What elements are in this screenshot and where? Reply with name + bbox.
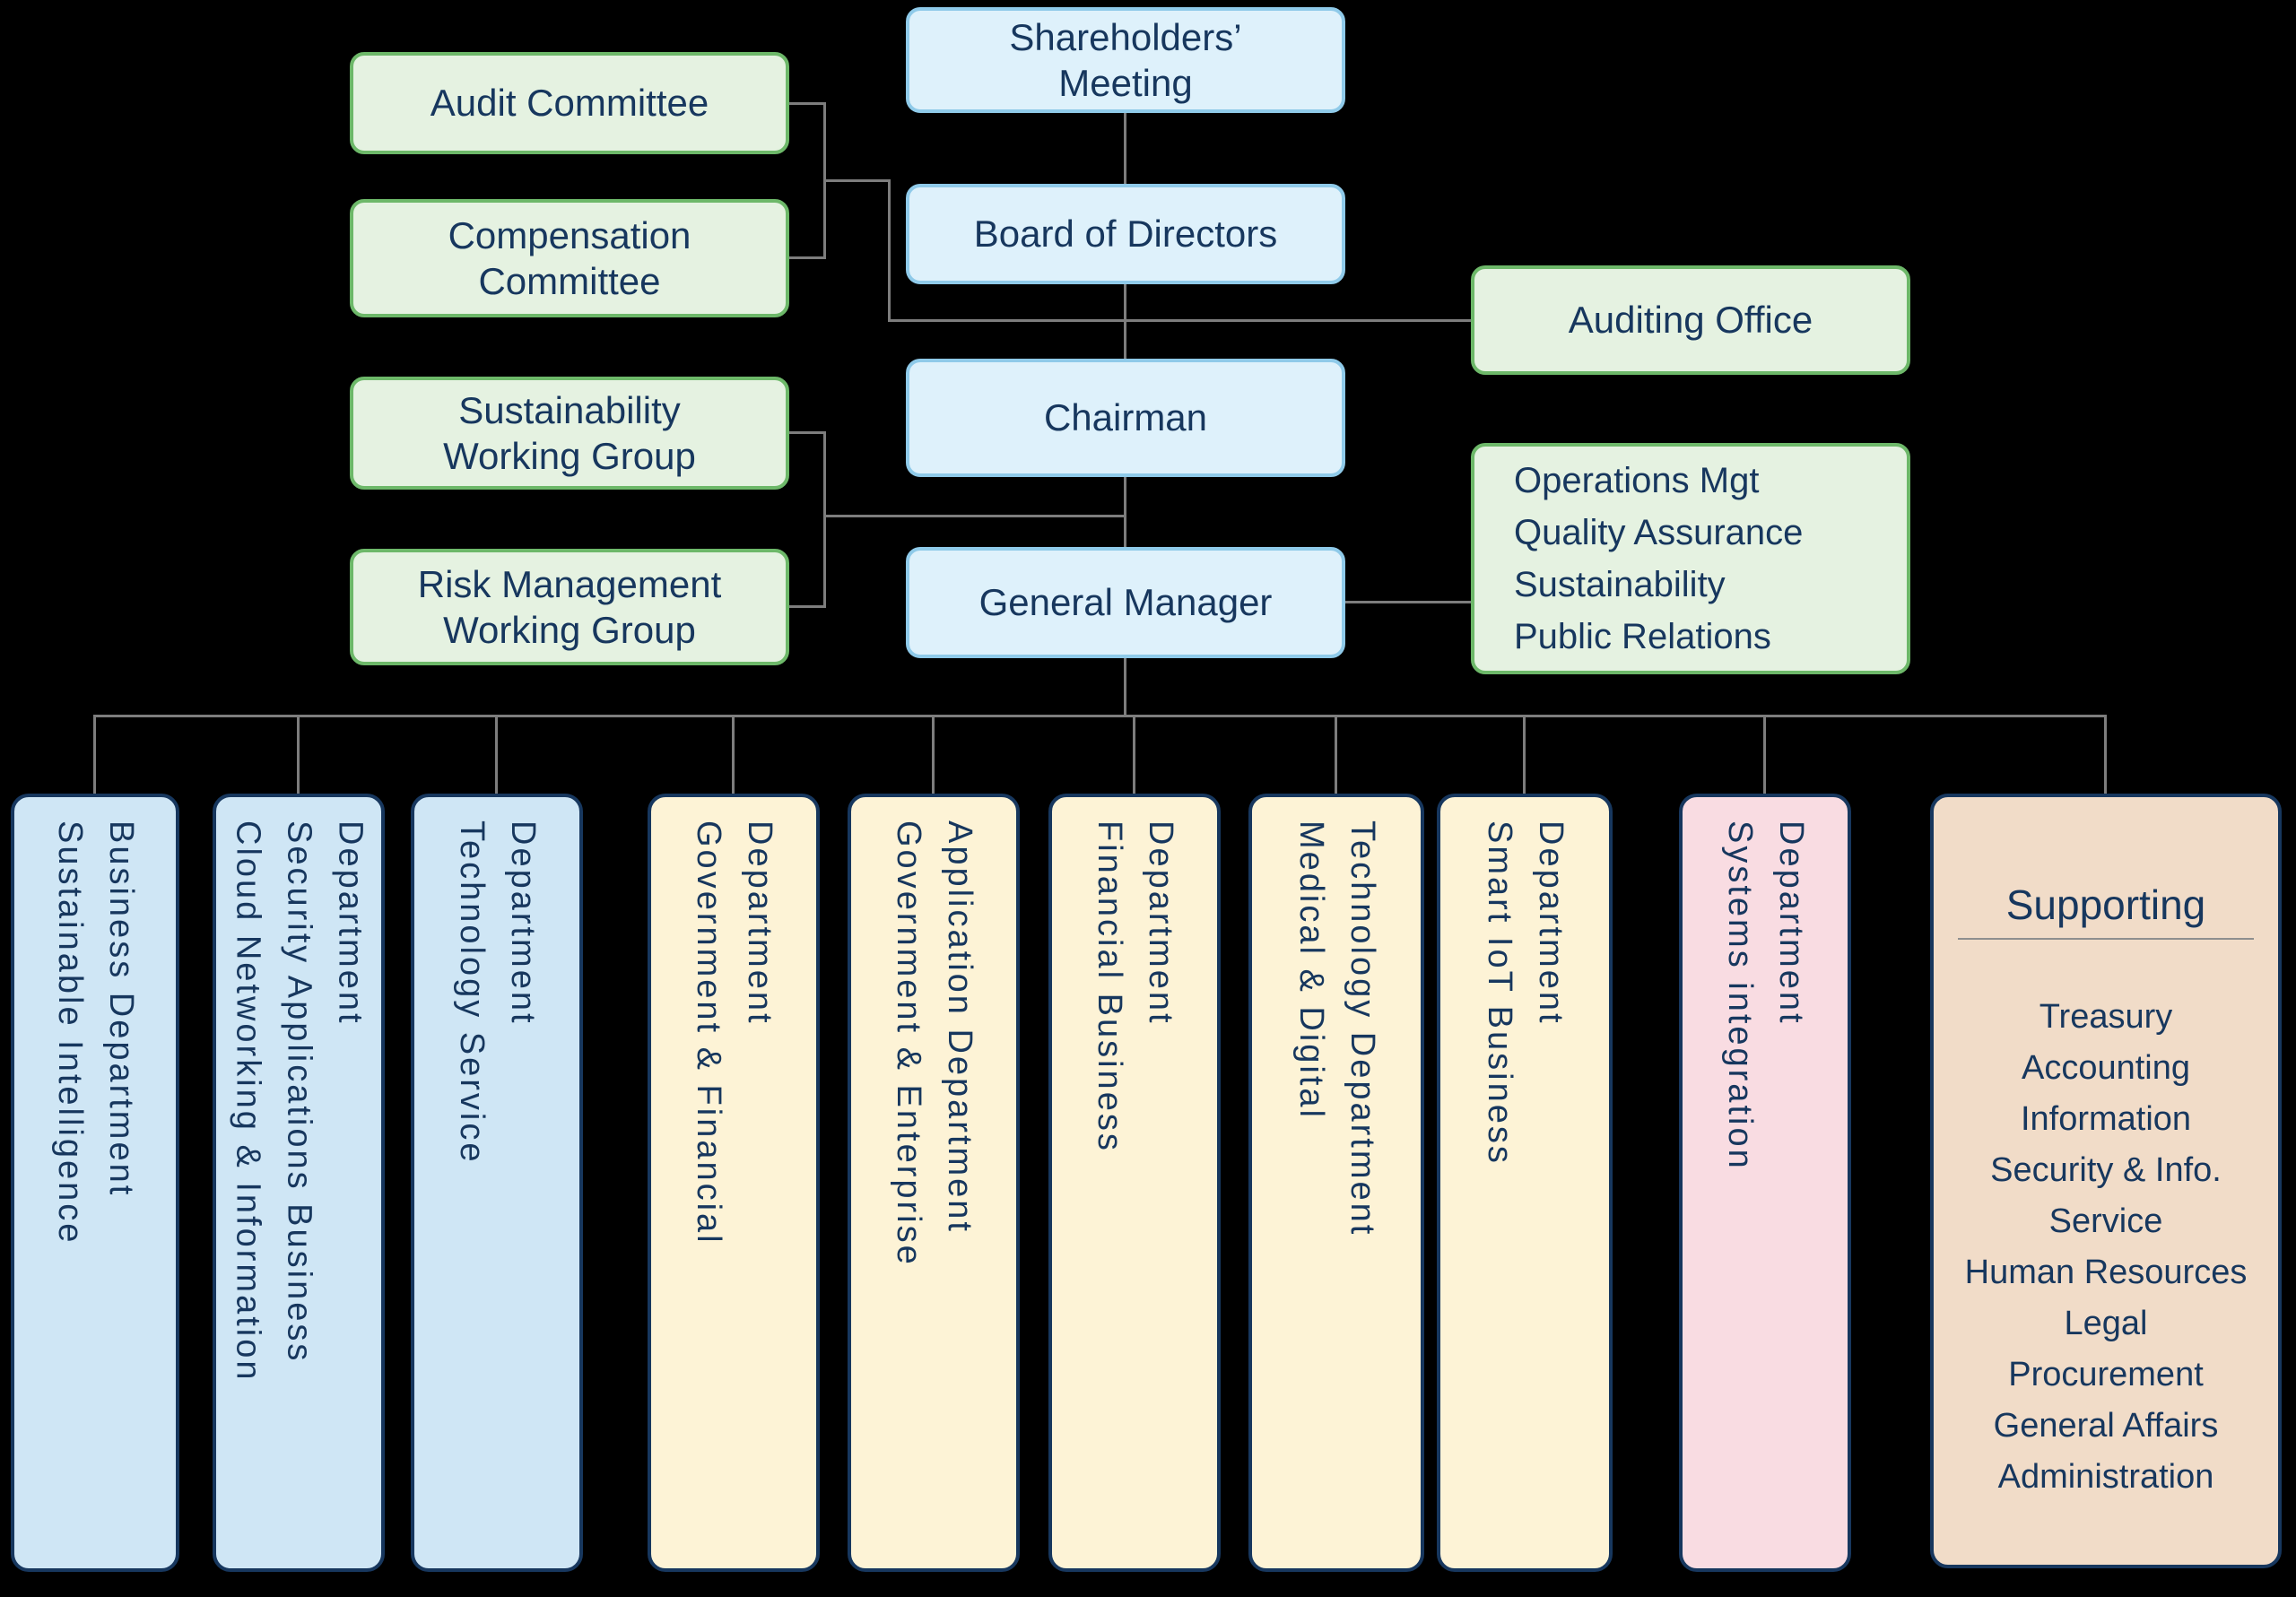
node-risk-management-working-group: Risk Management Working Group xyxy=(350,549,789,665)
dept-systems-integration: Systems integration Department xyxy=(1679,794,1851,1572)
connector-drop-7 xyxy=(1335,715,1337,794)
connector-drop-1 xyxy=(93,715,96,794)
supporting-item: Administration xyxy=(1997,1458,2214,1496)
node-audit-committee: Audit Committee xyxy=(350,52,789,154)
auditing-office-label: Auditing Office xyxy=(1568,299,1813,342)
node-gm-staff-functions: Operations Mgt Quality Assurance Sustain… xyxy=(1471,443,1910,674)
dept-technology-service: Technology Service Department xyxy=(411,794,583,1572)
dept-label: Financial Business Department xyxy=(1091,820,1179,1153)
gm-staff-function: Public Relations xyxy=(1514,617,1771,656)
dept-cloud-networking-infosec-applications: Cloud Networking & Information Security … xyxy=(213,794,385,1572)
connector-drop-9 xyxy=(1763,715,1766,794)
node-board-of-directors: Board of Directors xyxy=(906,184,1345,284)
connector-sustainability-wg xyxy=(789,431,826,434)
connector-committee-drop xyxy=(888,179,891,322)
supporting-items-list: Treasury Accounting Information Security… xyxy=(1965,992,2248,1503)
dept-label: Smart IoT Business Department xyxy=(1481,820,1570,1166)
supporting-item: Legal xyxy=(2064,1305,2148,1342)
connector-drop-10 xyxy=(2104,715,2107,794)
connector-gm-staff xyxy=(1345,601,1471,603)
supporting-item: General Affairs xyxy=(1993,1407,2219,1445)
supporting-item: Treasury xyxy=(2039,998,2173,1036)
node-general-manager: General Manager xyxy=(906,547,1345,658)
connector-drop-6 xyxy=(1133,715,1135,794)
supporting-item: Procurement xyxy=(2008,1356,2204,1393)
dept-label: Systems integration Department xyxy=(1721,820,1810,1171)
gm-staff-function: Operations Mgt xyxy=(1514,461,1760,500)
chairman-label: Chairman xyxy=(1043,396,1208,439)
node-shareholders-meeting: Shareholders’ Meeting xyxy=(906,7,1345,113)
dept-label: Government & Financial Department xyxy=(690,820,778,1245)
node-compensation-committee: Compensation Committee xyxy=(350,199,789,317)
supporting-item: Accounting xyxy=(2021,1049,2190,1087)
supporting-title-underline xyxy=(1958,938,2254,940)
gm-staff-functions-list: Operations Mgt Quality Assurance Sustain… xyxy=(1474,455,1803,663)
connector-audit-committee xyxy=(789,102,826,105)
node-auditing-office: Auditing Office xyxy=(1471,265,1910,375)
gm-staff-function: Sustainability xyxy=(1514,565,1726,604)
supporting-title: Supporting xyxy=(2005,881,2206,928)
gm-staff-function: Quality Assurance xyxy=(1514,513,1804,552)
dept-label: Sustainable Intelligence Business Depart… xyxy=(51,820,140,1245)
connector-gm-down xyxy=(1124,658,1126,716)
dept-government-financial: Government & Financial Department xyxy=(648,794,820,1572)
dept-financial-business: Financial Business Department xyxy=(1048,794,1221,1572)
general-manager-label: General Manager xyxy=(978,581,1273,624)
connector-main-trunk xyxy=(1124,113,1126,547)
node-sustainability-working-group: Sustainability Working Group xyxy=(350,377,789,490)
connector-wg-to-trunk xyxy=(823,515,1126,517)
connector-drop-5 xyxy=(932,715,935,794)
dept-label: Technology Service Department xyxy=(453,820,542,1165)
risk-management-working-group-label: Risk Management Working Group xyxy=(417,562,722,651)
supporting-item: Human Resources xyxy=(1964,1254,2248,1291)
dept-supporting: Supporting Treasury Accounting Informati… xyxy=(1930,794,2282,1568)
connector-drop-4 xyxy=(732,715,735,794)
connector-risk-wg xyxy=(789,605,826,608)
dept-medical-digital-technology: Medical & Digital Technology Department xyxy=(1248,794,1424,1572)
connector-drop-3 xyxy=(495,715,498,794)
connector-drop-2 xyxy=(297,715,300,794)
dept-sustainable-intelligence-business: Sustainable Intelligence Business Depart… xyxy=(11,794,179,1572)
connector-auditing-office xyxy=(888,319,1471,322)
connector-compensation-committee xyxy=(789,256,826,259)
node-chairman: Chairman xyxy=(906,359,1345,477)
compensation-committee-label: Compensation Committee xyxy=(448,213,691,302)
audit-committee-label: Audit Committee xyxy=(430,82,709,125)
dept-government-enterprise-application: Government & Enterprise Application Depa… xyxy=(848,794,1020,1572)
connector-committee-stub xyxy=(823,179,891,182)
sustainability-working-group-label: Sustainability Working Group xyxy=(443,388,696,477)
dept-label: Cloud Networking & Information Security … xyxy=(229,820,370,1383)
supporting-item: Information Security & Info. Service xyxy=(1990,1100,2222,1240)
dept-label: Government & Enterprise Application Depa… xyxy=(890,820,978,1267)
connector-drop-8 xyxy=(1523,715,1526,794)
connector-distribution xyxy=(93,715,2107,717)
dept-smart-iot-business: Smart IoT Business Department xyxy=(1437,794,1613,1572)
board-of-directors-label: Board of Directors xyxy=(973,213,1278,256)
shareholders-meeting-label: Shareholders’ Meeting xyxy=(1009,15,1242,104)
dept-label: Medical & Digital Technology Department xyxy=(1292,820,1381,1237)
connector-wg-bracket xyxy=(823,431,826,608)
